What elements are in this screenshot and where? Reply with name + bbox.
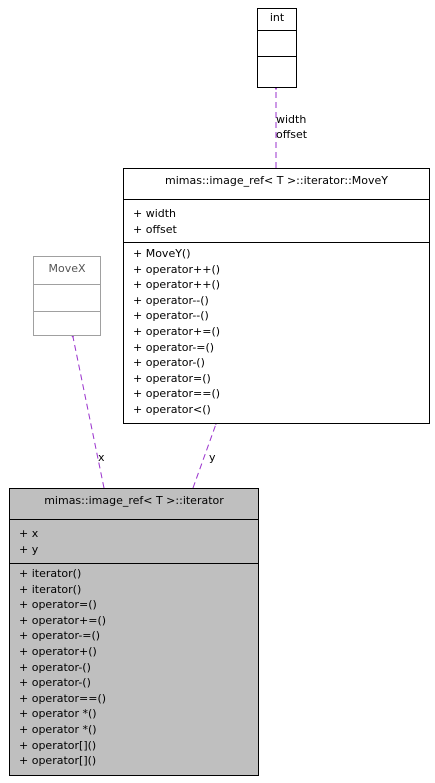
class-movex-operations [34,311,100,338]
operation-row: + MoveY() [133,247,191,260]
edge-label-offset: offset [276,128,308,141]
attribute-row: + y [19,542,39,556]
operation-row: + operator+=() [19,613,107,627]
operation-row: + operator-() [133,356,205,370]
attribute-row: + x [19,527,39,540]
class-int: int [257,8,297,88]
class-int-attributes [258,30,296,56]
operation-row: + operator-=() [19,629,101,643]
operation-row: + operator-() [19,660,91,674]
class-movex: MoveX [33,256,101,336]
operation-row: + operator *() [19,707,97,721]
class-iterator-attributes: + x + y [10,519,258,563]
operation-row: + operator+() [19,644,97,658]
class-int-title: int [269,11,285,24]
class-movey-attributes: + width + offset [124,199,429,242]
operation-row: + operator[]() [19,738,97,752]
operation-row: + operator=() [19,598,97,612]
class-movey-title: mimas::image_ref< T >::iterator::MoveY [164,174,388,187]
operation-row: + operator++() [133,278,221,292]
attribute-row: + width [133,207,177,220]
edge-label-y: y [209,451,216,464]
operation-row: + operator--() [133,309,209,323]
class-movey-operations: + MoveY() + operator++() + operator++() … [124,242,429,418]
operation-row: + iterator() [19,567,82,580]
edge-movex-iterator [73,337,105,489]
operation-row: + operator+=() [133,324,221,338]
class-iterator-title: mimas::image_ref< T >::iterator [44,494,224,507]
class-iterator: mimas::image_ref< T >::iterator + x + y … [9,488,259,776]
operation-row: + operator *() [19,722,97,736]
operation-row: + operator==() [19,691,107,705]
edge-label-width: width [276,113,307,126]
operation-row: + operator--() [133,293,209,307]
class-iterator-operations: + iterator() + iterator() + operator=() … [10,563,258,769]
attribute-row: + offset [133,222,177,236]
operation-row: + operator==() [133,387,221,401]
class-movex-attributes [34,284,100,311]
operation-row: + operator<() [133,402,211,416]
operation-row: + operator=() [133,371,211,385]
class-movey: mimas::image_ref< T >::iterator::MoveY +… [123,168,430,424]
class-movex-title: MoveX [48,262,86,275]
class-int-operations [258,56,296,82]
operation-row: + iterator() [19,582,82,596]
edge-movey-iterator [192,424,216,489]
operation-row: + operator-() [19,676,91,690]
operation-row: + operator++() [133,262,221,276]
operation-row: + operator[]() [19,754,97,768]
edge-label-x: x [98,451,105,464]
operation-row: + operator-=() [133,340,215,354]
